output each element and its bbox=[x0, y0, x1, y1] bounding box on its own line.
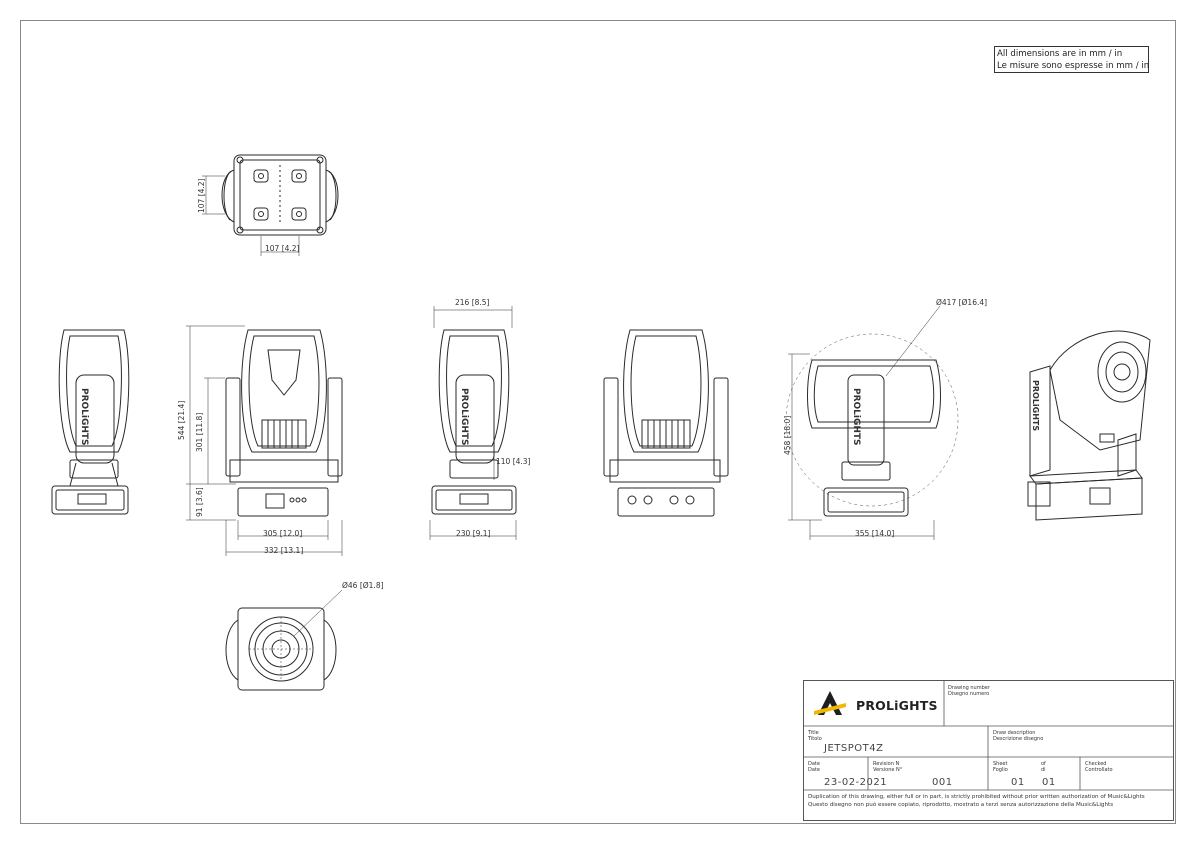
iso-view bbox=[1027, 330, 1151, 521]
arm-label-tilted: PROLiGHTS bbox=[851, 388, 861, 446]
dim-front-total-height: 544 [21.4] bbox=[177, 400, 186, 440]
title-label: Title Titolo bbox=[808, 730, 822, 742]
dim-lens-diameter: Ø46 [Ø1.8] bbox=[342, 581, 384, 590]
side-view bbox=[429, 306, 517, 540]
logo-text: PROLiGHTS bbox=[856, 698, 938, 713]
dim-front-total-width: 332 [13.1] bbox=[264, 546, 304, 555]
front-view bbox=[186, 325, 343, 556]
copyright-note: Duplication of this drawing, either full… bbox=[808, 794, 1145, 808]
title-block-lines bbox=[803, 680, 1174, 791]
dim-top-height: 107 [4.2] bbox=[197, 178, 206, 213]
left-side-view bbox=[51, 329, 130, 515]
sheet-value: 01 bbox=[1011, 777, 1025, 788]
dim-side-arm-depth: 110 [4.3] bbox=[496, 457, 531, 466]
of-label: of di bbox=[1041, 761, 1046, 773]
dim-tilted-width: 355 [14.0] bbox=[855, 529, 895, 538]
rear-view bbox=[603, 329, 729, 517]
logo-cell: PROLiGHTS bbox=[804, 681, 945, 727]
date-label: Date Date bbox=[808, 761, 820, 773]
title-block: PROLiGHTS Drawing number Disegno numero … bbox=[803, 680, 1174, 821]
arm-label-side: PROLiGHTS bbox=[459, 388, 469, 446]
dim-front-base-height: 91 [3.6] bbox=[195, 487, 204, 517]
checked-label: Checked Controllato bbox=[1085, 761, 1113, 773]
arm-label-left: PROLiGHTS bbox=[79, 388, 89, 446]
sheet-border bbox=[20, 20, 1176, 824]
dim-top-width: 107 [4.2] bbox=[265, 244, 300, 253]
arm-label-iso: PROLiGHTS bbox=[1031, 380, 1040, 432]
dim-tilted-height: 458 [18.0] bbox=[783, 415, 792, 455]
top-view bbox=[202, 154, 339, 256]
title-value: JETSPOT4Z bbox=[824, 743, 884, 754]
of-value: 01 bbox=[1042, 777, 1056, 788]
date-value: 23-02-2021 bbox=[824, 777, 888, 788]
description-label: Draw description Descrizione disegno bbox=[993, 730, 1044, 742]
dim-side-top-width: 216 [8.5] bbox=[455, 298, 490, 307]
dim-front-base-width: 305 [12.0] bbox=[263, 529, 303, 538]
dim-side-base-width: 230 [9.1] bbox=[456, 529, 491, 538]
tilted-view bbox=[785, 305, 959, 540]
dim-head-diameter: Ø417 [Ø16.4] bbox=[936, 298, 988, 307]
sheet-label: Sheet Foglio bbox=[993, 761, 1008, 773]
drawing-number-label: Drawing number Disegno numero bbox=[948, 685, 990, 697]
prolights-logo-icon bbox=[814, 691, 846, 715]
units-note-it: Le misure sono espresse in mm / in bbox=[997, 61, 1150, 71]
lens-view bbox=[225, 589, 343, 691]
units-note-en: All dimensions are in mm / in bbox=[997, 49, 1123, 59]
dim-front-yoke-height: 301 [11.8] bbox=[195, 412, 204, 452]
revision-value: 001 bbox=[932, 777, 953, 788]
units-note-box: All dimensions are in mm / in Le misure … bbox=[994, 46, 1149, 73]
revision-label: Revision N Versione N° bbox=[873, 761, 903, 773]
